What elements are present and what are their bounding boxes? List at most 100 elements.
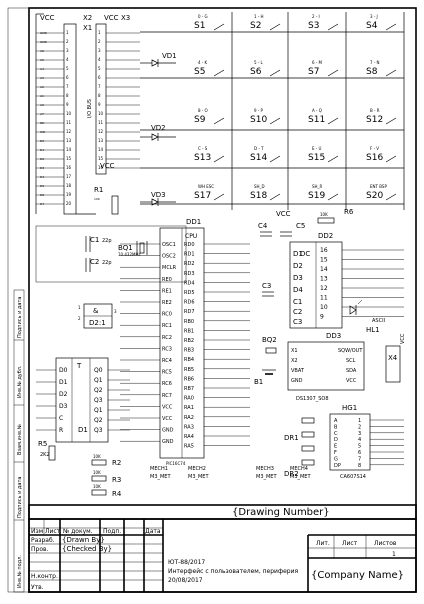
x2-pin-3: 3	[66, 48, 69, 53]
x2-pin-14: 14	[66, 147, 72, 152]
mcu-pin-left-13: RC7	[162, 393, 172, 399]
counter-out-2: Q2	[94, 387, 103, 394]
ascii-note: ASCII	[372, 318, 385, 324]
x2-pin-1: 1	[66, 30, 69, 35]
key-s9: S9	[194, 115, 206, 125]
c2-label: C2	[90, 258, 99, 266]
mcu-pin-left-0: OSC1	[162, 242, 176, 248]
dd2-in2: D2	[293, 262, 303, 270]
c5-label: C5	[296, 222, 305, 230]
tb-lit: Лит.	[316, 540, 330, 547]
vd1-label: VD1	[162, 52, 177, 60]
title-block: Лит. Лист Листов 1 {Company Name} Изм Ли…	[28, 518, 417, 593]
mech3: MECH3	[256, 466, 274, 472]
key-contact-s14	[269, 155, 281, 163]
hg1-pin-6: 6	[358, 450, 361, 456]
mcu-pin-left-5: RE2	[162, 300, 172, 306]
x3-pin-6: 6	[98, 75, 101, 80]
hg1-seg-g: G	[334, 456, 338, 462]
mcu-pin-left-15: VCC	[162, 416, 173, 422]
hg1-pin-2: 2	[358, 424, 361, 430]
r1-label: R1	[94, 186, 103, 194]
counter-ref: D1	[78, 426, 88, 434]
x3-pin-15: 15	[98, 156, 104, 161]
key-s16: S16	[366, 153, 383, 163]
r1-value: 10K	[94, 197, 101, 201]
r5-label: R5	[38, 440, 47, 448]
mcu-pin-right-9: RB1	[184, 328, 194, 334]
mcu-pin-left-16: GND	[162, 428, 174, 434]
key-s3: S3	[308, 21, 319, 31]
x4-net: VCC	[400, 333, 406, 344]
counter-out-0: Q0	[94, 367, 103, 374]
battery-label: B1	[254, 378, 263, 386]
tb-sheet: Лист	[342, 540, 358, 547]
key-s6: S6	[250, 67, 262, 77]
mcu-pin-right-14: RB6	[184, 376, 194, 382]
mcu-pin-left-3: RE0	[162, 277, 172, 283]
key-legend-s2: 1 - H	[254, 14, 264, 19]
x3-net-2: VCC	[100, 162, 115, 170]
r3-value: 10K	[93, 470, 101, 475]
mcu-pin-right-19: RA3	[184, 424, 194, 430]
key-contact-s16	[385, 155, 397, 163]
dd2-c2: C2	[293, 308, 302, 316]
x3-pin-4: 4	[98, 57, 101, 62]
x3-pin-16: 16	[98, 165, 104, 170]
mcu-pin-right-5: RD5	[184, 290, 195, 296]
key-contact-s15	[327, 155, 339, 163]
tb-code: ЮТ-88/2017	[168, 559, 205, 566]
x3-pin-14: 14	[98, 147, 104, 152]
r5-value: 2K2	[40, 452, 50, 458]
tb-list: Лист	[45, 528, 61, 535]
tb-checked-by: {Checked By}	[62, 545, 112, 553]
key-s15: S15	[308, 153, 325, 163]
hg1-seg-dp: DP	[334, 463, 341, 469]
key-legend-s13: C - S	[198, 146, 208, 151]
x3-pin-11: 11	[98, 120, 104, 125]
key-s19: S19	[308, 191, 325, 201]
gate-pin3: 3	[114, 309, 117, 314]
tb-date: 20/08/2017	[168, 577, 203, 584]
dd2-out-pin-16: 16	[320, 247, 328, 254]
rtc-x1: X1	[291, 348, 298, 354]
x2-pin-2: 2	[66, 39, 69, 44]
mcu-pin-right-18: RA2	[184, 415, 194, 421]
c2-value: 22p	[102, 260, 112, 266]
drawing-number-box: {Drawing Number}	[28, 504, 417, 520]
counter-in-0: D0	[59, 367, 68, 374]
dd2-out-pin-10: 10	[320, 304, 328, 311]
x2-pin-18: 18	[66, 183, 72, 188]
mcu-ref: DD1	[186, 218, 201, 226]
mcu-pin-left-14: VCC	[162, 404, 173, 410]
key-legend-s1: 0 - G	[198, 14, 208, 19]
mcu-pin-right-11: RB3	[184, 348, 194, 354]
rtc-gnd: GND	[291, 378, 303, 384]
c1-label: C1	[90, 236, 99, 244]
key-legend-s9: 8 - O	[198, 108, 208, 113]
key-s11: S11	[308, 115, 325, 125]
key-contact-s10	[269, 117, 281, 125]
mcu-pin-right-8: RB0	[184, 319, 194, 325]
counter-sym: T	[76, 362, 82, 370]
key-s10: S10	[250, 115, 267, 125]
x2-pin-16: 16	[66, 165, 72, 170]
key-legend-s7: 6 - M	[312, 60, 323, 65]
key-s20: S20	[366, 191, 383, 201]
mech4: MECH4	[290, 466, 308, 472]
diode-vd3: VD3	[140, 191, 176, 206]
counter-in-2: D2	[59, 391, 68, 398]
bq1-label: BQ1	[118, 244, 133, 252]
mcu-pin-right-1: RD1	[184, 252, 195, 258]
x2-pin-11: 11	[66, 120, 72, 125]
dd2-sym: DC	[300, 250, 310, 258]
vd3-label: VD3	[151, 191, 166, 199]
key-legend-s18: SH_D	[254, 184, 265, 189]
key-contact-s7	[327, 69, 339, 77]
gate-sym: &	[93, 307, 99, 315]
mcu-pin-left-12: RC6	[162, 381, 172, 387]
